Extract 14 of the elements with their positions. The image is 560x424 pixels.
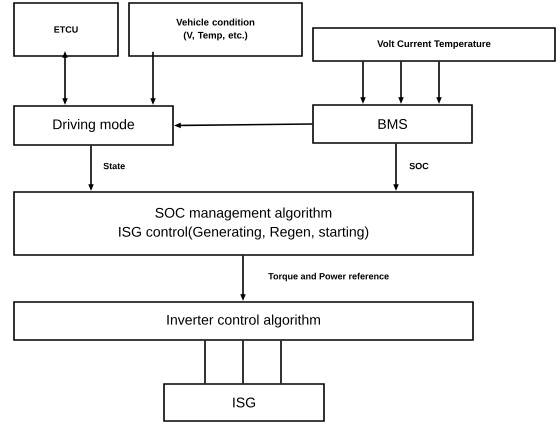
- process-box: ETCU: [13, 2, 119, 57]
- connector-line: [280, 340, 282, 384]
- process-box: BMS: [312, 104, 473, 144]
- process-box: Vehicle condition (V, Temp, etc.): [128, 2, 303, 57]
- process-box: Inverter control algorithm: [13, 301, 474, 341]
- edge-label: SOC: [409, 162, 428, 170]
- process-box: Driving mode: [13, 105, 174, 146]
- process-box: Volt Current Temperature: [312, 27, 556, 62]
- process-box: SOC management algorithm ISG control(Generating, Regen, starting): [13, 191, 474, 256]
- process-box: ISG: [163, 383, 325, 422]
- connector-line: [242, 340, 244, 384]
- edge-label: Torque and Power reference: [268, 272, 389, 282]
- connector-line: [204, 340, 206, 384]
- edge-label: State: [103, 162, 125, 170]
